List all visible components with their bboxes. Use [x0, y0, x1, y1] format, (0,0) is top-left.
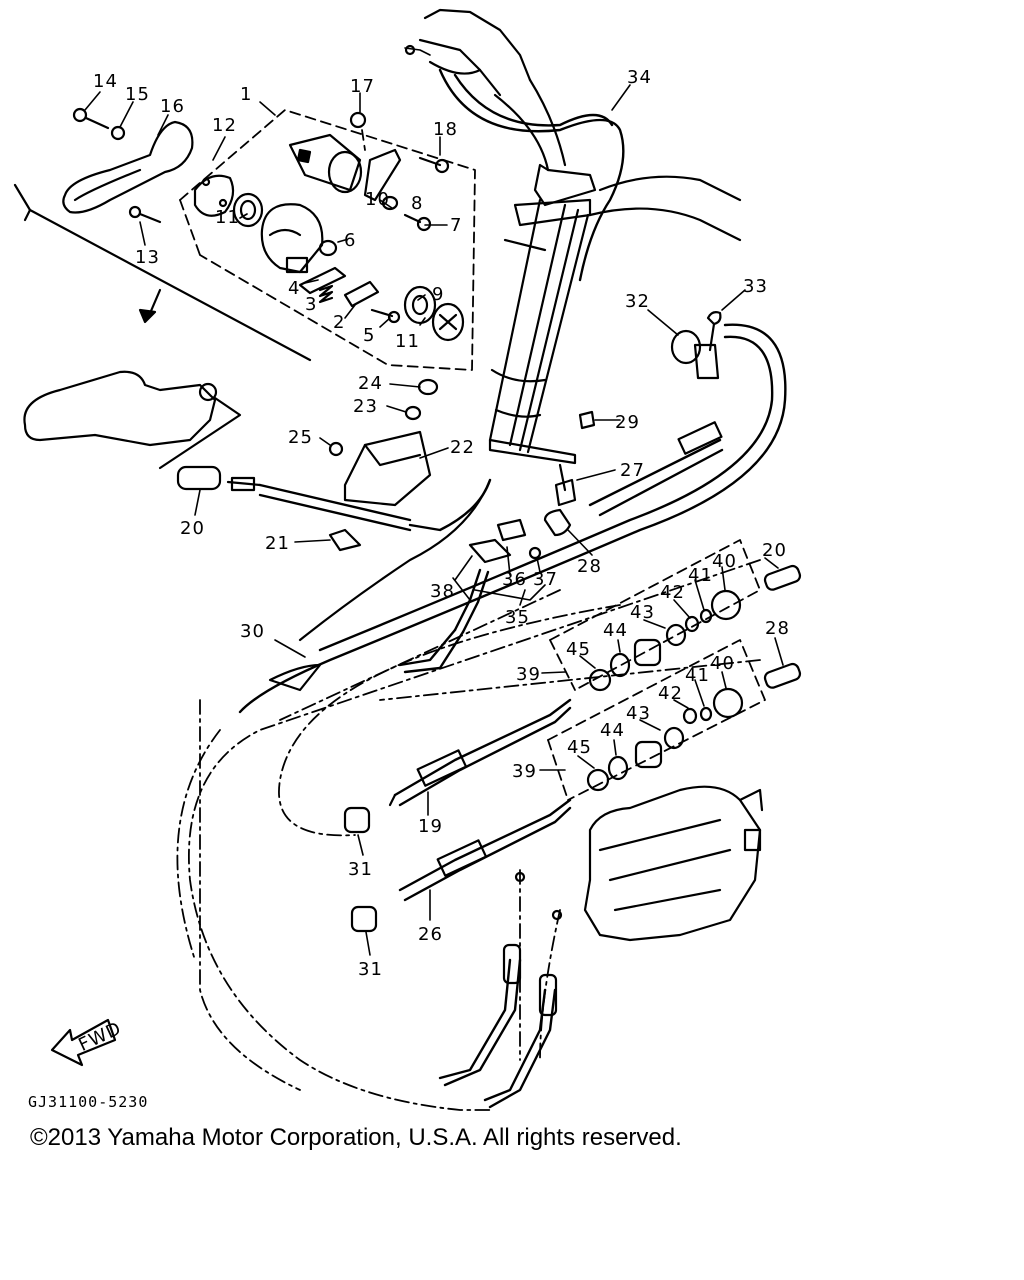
drawing-code: GJ31100-5230 [28, 1093, 149, 1111]
callout-27: 27 [620, 460, 645, 481]
bracket-group [543, 311, 724, 537]
engine-cable-b [483, 988, 547, 1102]
callout-2: 2 [333, 312, 345, 333]
cable-30-outer [238, 323, 787, 714]
callout-22: 22 [450, 437, 475, 458]
callout-labels: 1 2 3 4 5 6 7 8 9 10 11 11 12 13 14 15 1… [93, 67, 790, 980]
copyright-notice: ©2013 Yamaha Motor Corporation, U.S.A. A… [30, 1124, 682, 1151]
sleeve-31-upper [343, 806, 371, 834]
brake-lever-group [62, 107, 194, 224]
callout-38: 38 [430, 581, 455, 602]
callout-44-lower: 44 [600, 720, 625, 741]
choke-cable [398, 518, 542, 674]
callout-25: 25 [288, 427, 313, 448]
callout-36: 36 [502, 569, 527, 590]
callout-28-left: 28 [577, 556, 602, 577]
callout-26: 26 [418, 924, 443, 945]
callout-41-upper: 41 [688, 565, 713, 586]
callout-39-upper: 39 [516, 664, 541, 685]
callout-42-upper: 42 [660, 582, 685, 603]
callout-15: 15 [125, 84, 150, 105]
leader-lines [84, 84, 784, 956]
callout-1: 1 [240, 84, 252, 105]
switch-assembly-box [179, 109, 476, 371]
callout-45-lower: 45 [567, 737, 592, 758]
boot-b [538, 973, 558, 1017]
cable-26 [398, 798, 572, 902]
engine-block [583, 785, 764, 942]
callout-9: 9 [432, 284, 444, 305]
callout-20-right: 20 [762, 540, 787, 561]
callout-42-lower: 42 [658, 683, 683, 704]
callout-43-upper: 43 [630, 602, 655, 623]
engine-cable-a [438, 958, 512, 1080]
callout-20-left: 20 [180, 518, 205, 539]
callout-11-right: 11 [395, 331, 420, 352]
callout-33: 33 [743, 276, 768, 297]
sleeve-31-lower [350, 905, 378, 933]
callout-13: 13 [135, 247, 160, 268]
handlebar-outline [13, 183, 312, 362]
callout-17: 17 [350, 76, 375, 97]
callout-14: 14 [93, 71, 118, 92]
callout-6: 6 [344, 230, 356, 251]
callout-31-lower: 31 [358, 959, 383, 980]
cover-group [328, 378, 439, 507]
callout-30: 30 [240, 621, 265, 642]
callout-21: 21 [265, 533, 290, 554]
callout-35: 35 [505, 607, 530, 628]
callout-4: 4 [288, 278, 300, 299]
callout-8: 8 [411, 193, 423, 214]
callout-12: 12 [212, 115, 237, 136]
cable-34 [438, 68, 625, 282]
callout-19: 19 [418, 816, 443, 837]
boot-a [502, 943, 522, 985]
fitting-set-upper [588, 564, 802, 692]
fitting-set-lower [586, 687, 744, 792]
callout-34: 34 [627, 67, 652, 88]
callout-31-upper: 31 [348, 859, 373, 880]
callout-29: 29 [615, 412, 640, 433]
callout-45-upper: 45 [566, 639, 591, 660]
cable-19 [388, 698, 572, 807]
callout-44-upper: 44 [603, 620, 628, 641]
callout-16: 16 [160, 96, 185, 117]
callout-32: 32 [625, 291, 650, 312]
callout-18: 18 [433, 119, 458, 140]
callout-37: 37 [533, 569, 558, 590]
callout-5: 5 [363, 325, 375, 346]
callout-24: 24 [358, 373, 383, 394]
callout-40-upper: 40 [712, 551, 737, 572]
callout-3: 3 [305, 294, 317, 315]
callout-23: 23 [353, 396, 378, 417]
callout-40-lower: 40 [710, 653, 735, 674]
throttle-cable-left [176, 465, 492, 552]
callout-10: 10 [365, 189, 390, 210]
left-grip [23, 370, 242, 470]
handlebar-assembly [404, 8, 742, 465]
callout-39-lower: 39 [512, 761, 537, 782]
callout-11-left: 11 [215, 207, 240, 228]
callout-41-lower: 41 [685, 665, 710, 686]
callout-28-right: 28 [765, 618, 790, 639]
callout-7: 7 [450, 215, 462, 236]
fwd-arrow: FWD [50, 1018, 125, 1067]
callout-43-lower: 43 [626, 703, 651, 724]
